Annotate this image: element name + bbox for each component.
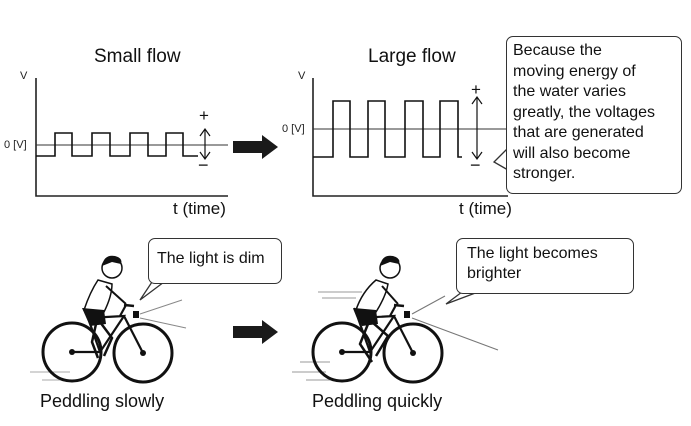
large-chart-zero-label: 0 [V] (282, 123, 305, 135)
fast-rider-shorts (354, 308, 378, 326)
fast-light-rays (411, 295, 499, 351)
dim-light-text: The light is dim (157, 250, 265, 267)
explanation-bubble-tail (492, 147, 509, 171)
large-flow-chart (312, 78, 508, 197)
large-chart-square-wave (313, 100, 462, 158)
slow-rider-arm (105, 285, 127, 305)
small-chart-square-wave (36, 132, 198, 157)
small-chart-axes (35, 78, 228, 197)
explanation-line: that are generated (513, 124, 644, 141)
flow-arrow-top (233, 135, 278, 159)
small-chart-arrow-head-up (199, 127, 211, 137)
small-chart-minus: − (198, 155, 209, 175)
fast-cyclist-illustration (292, 255, 499, 384)
small-chart-v-label: V (20, 70, 28, 82)
slow-lamp (133, 311, 139, 318)
large-chart-v-label: V (298, 70, 306, 82)
large-chart-arrow-head-down (471, 151, 483, 161)
slow-rider-leg (90, 321, 114, 359)
small-chart-plus: + (199, 106, 209, 125)
explanation-line: Because the (513, 42, 602, 59)
slow-rider-hair (102, 255, 122, 266)
explanation-line: will also become (513, 144, 631, 162)
slow-rider-shorts (82, 308, 106, 326)
explanation-bubble: Because the moving energy of the water v… (506, 36, 682, 194)
explanation-line: greatly, the voltages (513, 103, 656, 121)
slow-handlebar (123, 303, 135, 308)
small-chart-zero-label: 0 [V] (4, 139, 27, 151)
large-chart-plus: + (471, 80, 481, 99)
flow-arrow-bottom (233, 320, 278, 344)
bright-light-bubble: The light becomes brighter (456, 238, 634, 294)
explanation-line: moving energy of (513, 62, 636, 80)
dim-bubble-tail (139, 281, 165, 301)
explanation-line: the water varies (513, 83, 626, 100)
fast-rider-torso (354, 279, 389, 313)
large-chart-axes (312, 78, 508, 197)
small-flow-title: Small flow (94, 46, 181, 67)
small-chart-t-label: t (time) (173, 199, 226, 218)
fast-lamp (404, 311, 410, 318)
slow-cyclist-illustration (30, 255, 187, 384)
slow-light-rays (139, 299, 187, 329)
bright-light-text: The light becomes (467, 245, 598, 262)
fast-caption: Peddling quickly (312, 391, 443, 411)
slow-caption: Peddling slowly (40, 391, 165, 411)
large-chart-arrow-head-up (471, 95, 483, 105)
fast-bike-frame (342, 304, 414, 354)
bright-light-text: brighter (467, 265, 522, 282)
fast-handlebar (393, 303, 405, 308)
bright-bubble-tail (445, 291, 479, 305)
fast-front-wheel (382, 322, 444, 384)
dim-light-bubble: The light is dim (148, 238, 282, 284)
small-flow-chart (35, 78, 228, 197)
fast-rider-arm (381, 285, 399, 305)
explanation-line: stronger. (513, 165, 576, 182)
large-chart-t-label: t (time) (459, 199, 512, 218)
fast-rider-leg (358, 321, 390, 363)
small-chart-arrow-head-down (199, 151, 211, 161)
large-chart-minus: − (470, 155, 481, 175)
large-flow-title: Large flow (368, 46, 456, 67)
fast-rider-hair (380, 255, 400, 266)
slow-front-wheel (112, 322, 174, 384)
slow-rider-torso (82, 279, 113, 313)
fast-speed-lines (292, 291, 362, 381)
